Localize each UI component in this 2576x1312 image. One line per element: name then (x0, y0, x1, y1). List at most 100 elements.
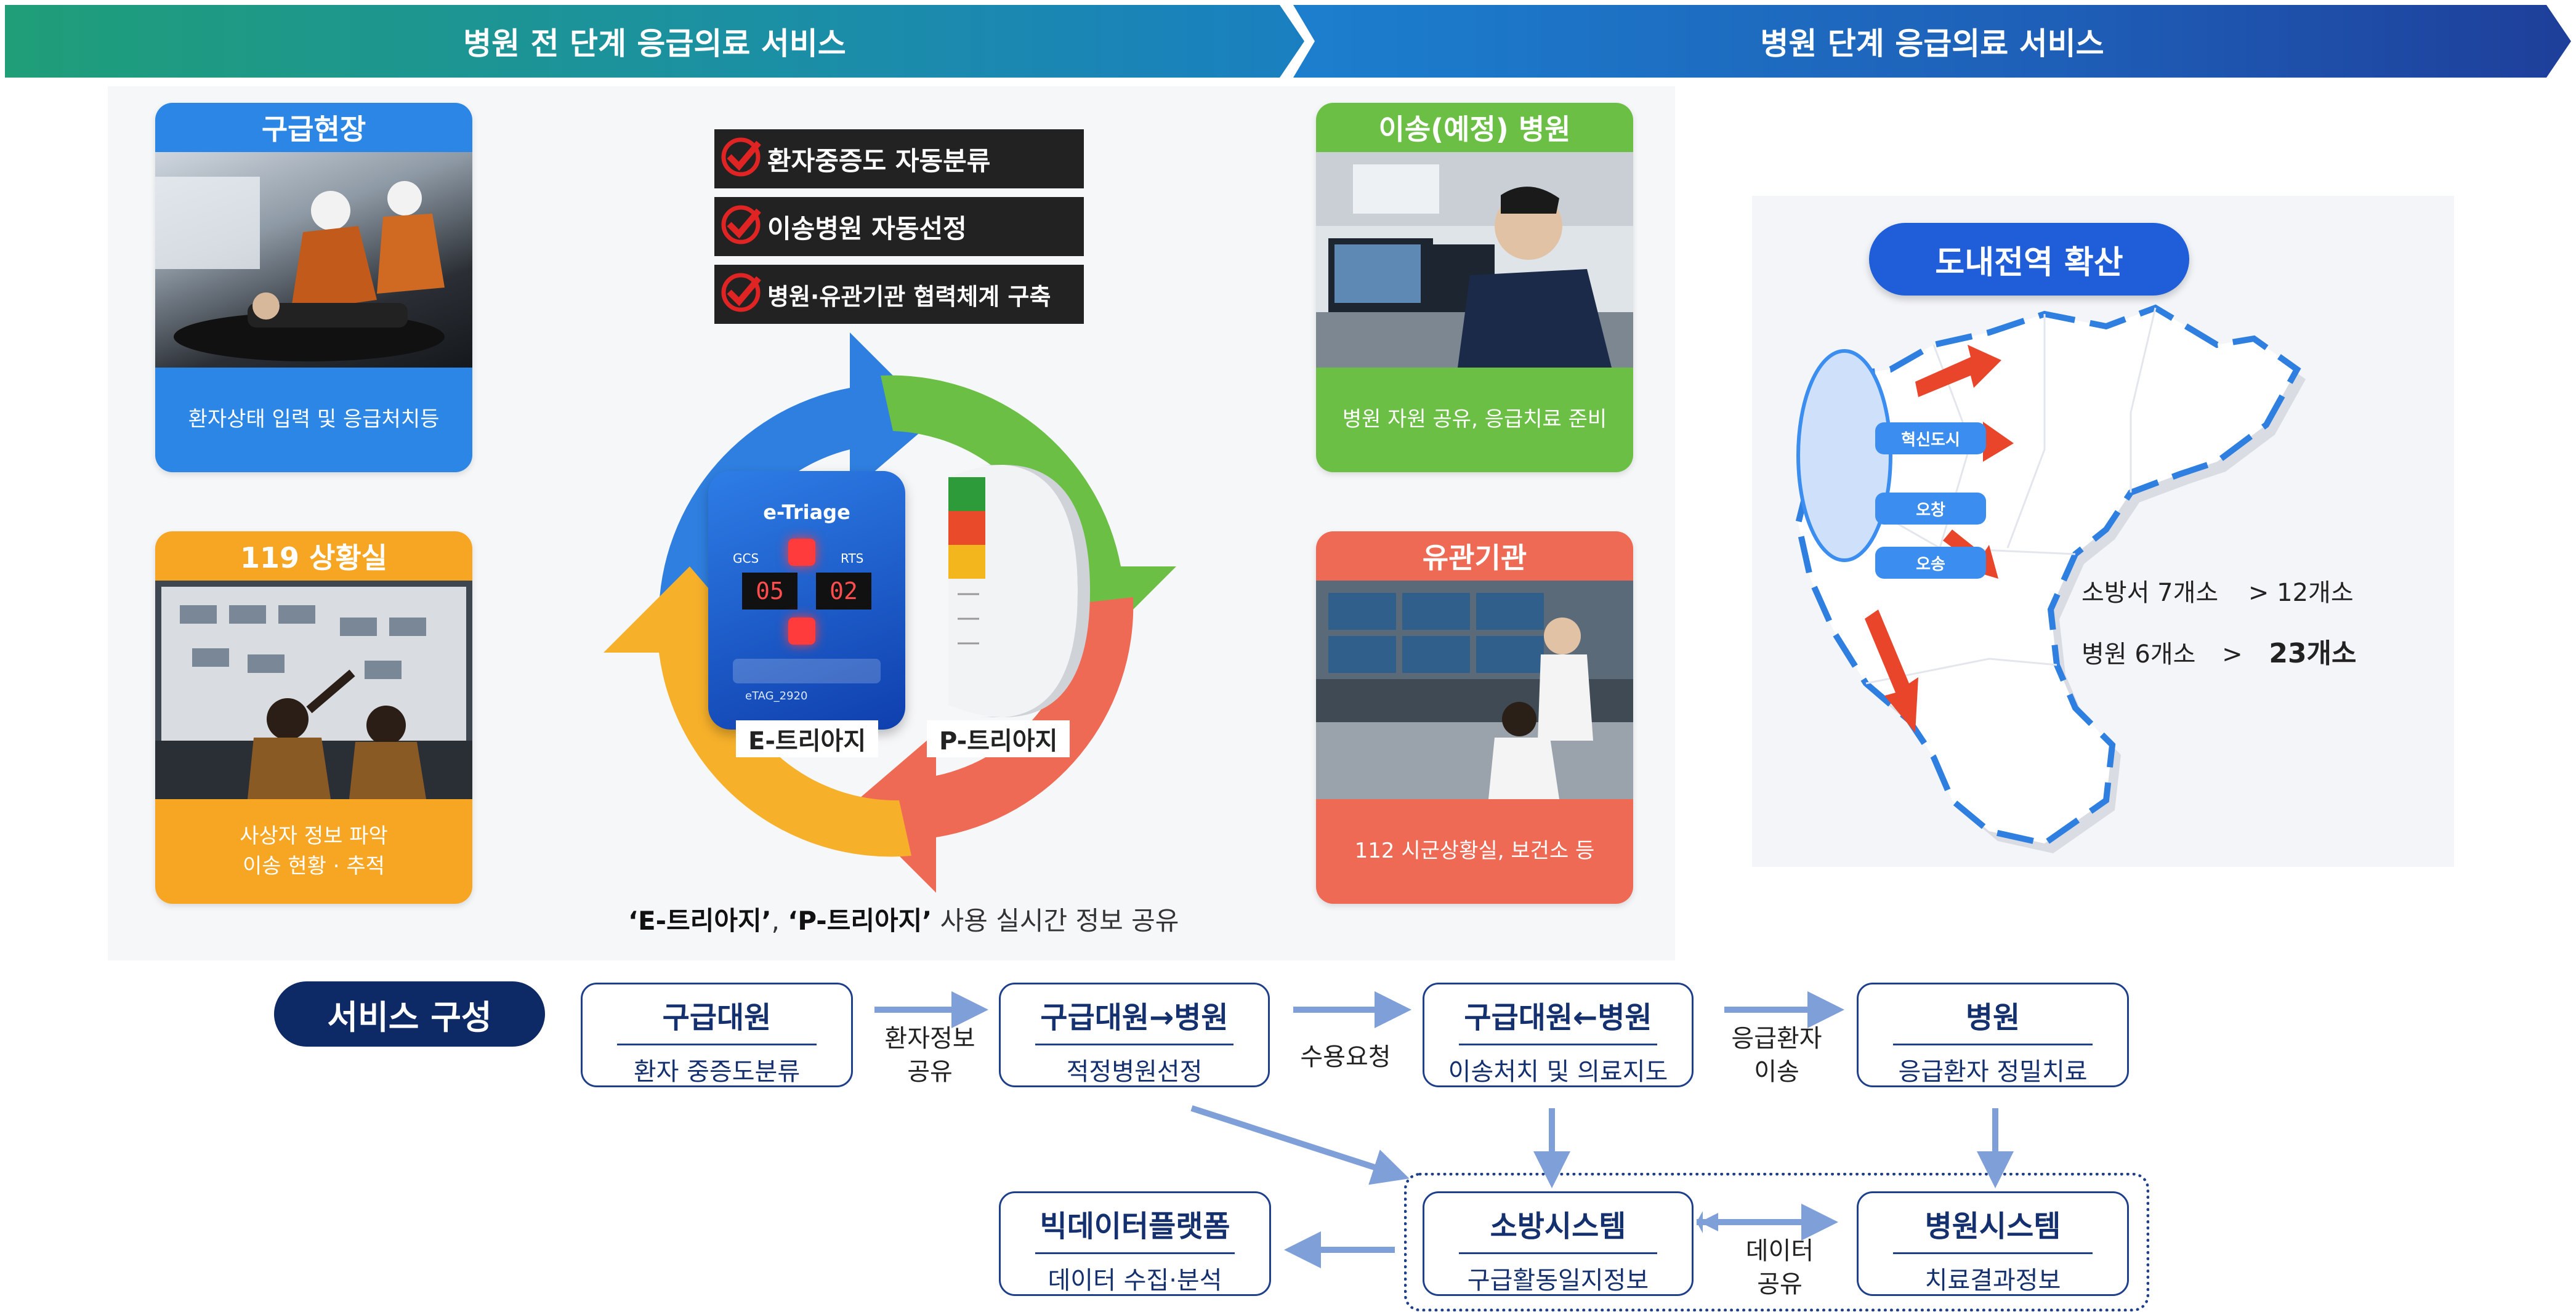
flow-box-4-sub: 응급환자 정밀치료 (1898, 1058, 2088, 1086)
divider (1893, 1252, 2093, 1254)
card-scene-title: 구급현장 (261, 113, 366, 146)
divider (1893, 1044, 2093, 1045)
map-stat-2-value: 23개소 (2269, 638, 2357, 669)
card-control-room-caption-1: 사상자 정보 파악 (240, 823, 388, 848)
header-band-prehospital-label: 병원 전 단계 응급의료 서비스 (463, 26, 846, 62)
map-pill-osong: 오송 (1875, 547, 1986, 579)
card-hospital-title: 이송(예정) 병원 (1378, 113, 1571, 146)
card-control-room-caption-2: 이송 현황 · 추적 (243, 854, 385, 879)
divider (1459, 1252, 1657, 1254)
flow-box-paramedic-sub: 환자 중증도분류 (633, 1058, 801, 1086)
flow-box-2-sub: 적정병원선정 (1066, 1058, 1203, 1086)
divider (1035, 1044, 1233, 1045)
map-pill-innovation-city: 혁신도시 (1875, 422, 1986, 454)
e-triage-device: e-Triage GCS RTS 05 02 eTAG_2920 (708, 471, 905, 730)
flow-box-7-sub: 데이터 수집·분석 (1048, 1266, 1222, 1295)
link-label-1b: 공유 (907, 1058, 953, 1086)
checklist-item-3: 병원·유관기관 협력체계 구축 (714, 265, 1084, 324)
card-scene: 구급현장 환자상태 입력 및 응급처치등 (155, 103, 472, 472)
header-band-prehospital: 병원 전 단계 응급의료 서비스 (5, 5, 1304, 78)
card-control-room-title: 119 상황실 (240, 541, 387, 574)
agency-photo (1316, 581, 1633, 799)
flow-box-5-title: 소방시스템 (1490, 1209, 1626, 1244)
link-label-1a: 환자정보 (884, 1024, 975, 1053)
flow-box-6-title: 병원시스템 (1924, 1209, 2061, 1244)
card-scene-caption: 환자상태 입력 및 응급처치등 (188, 407, 440, 432)
hospital-worker-icon (1316, 152, 1633, 368)
flow-box-hospital: 병원 응급환자 정밀치료 (1857, 983, 2129, 1087)
flow-box-paramedic-title: 구급대원 (662, 1000, 772, 1035)
link-label-data-share: 데이터 공유 (1724, 1234, 1835, 1301)
device-gcs-label: GCS (733, 551, 759, 566)
situation-room-icon (1316, 581, 1633, 799)
card-hospital-caption-box: 병원 자원 공유, 응급치료 준비 (1316, 368, 1633, 472)
flow-box-2-title: 구급대원→병원 (1040, 1000, 1229, 1035)
link-label-4a: 데이터 (1745, 1237, 1814, 1265)
scene-photo (155, 152, 472, 368)
flow-box-5-sub: 구급활동일지정보 (1467, 1266, 1649, 1295)
map-stat-2-label: 병원 6개소 (2081, 640, 2196, 669)
divider (1459, 1044, 1657, 1045)
check-icon (721, 137, 761, 177)
map-pill-ochang: 오창 (1875, 493, 1986, 525)
map-stat-1-value: > 12개소 (2248, 579, 2354, 607)
flow-box-3-title: 구급대원←병원 (1464, 1000, 1652, 1035)
hospital-photo (1316, 152, 1633, 368)
map-stat-2-arrow: > (2222, 640, 2243, 669)
checklist-label-2: 이송병원 자동선정 (767, 213, 967, 244)
card-agency-caption-box: 112 시군상황실, 보건소 등 (1316, 799, 1633, 904)
header-band-hospital-label: 병원 단계 응급의료 서비스 (1760, 26, 2104, 62)
map-stat-1-label: 소방서 7개소 (2081, 579, 2219, 607)
caption-p-part: ‘P-트리아지’ (788, 906, 932, 936)
cycle-arrows-icon (604, 332, 1176, 893)
flow-box-hospital-system: 병원시스템 치료결과정보 (1857, 1191, 2129, 1296)
flow-box-hospital-to-paramedic: 구급대원←병원 이송처치 및 의료지도 (1423, 983, 1694, 1087)
card-control-room-caption-box: 사상자 정보 파악 이송 현황 · 추적 (155, 799, 472, 904)
map-stat-fire-stations: 소방서 7개소 > 12개소 (2081, 573, 2354, 608)
link-label-3a: 응급환자 (1731, 1024, 1822, 1053)
map-stat-hospitals: 병원 6개소 > 23개소 (2081, 631, 2357, 670)
check-icon (721, 273, 761, 312)
card-hospital-caption: 병원 자원 공유, 응급치료 준비 (1342, 407, 1607, 432)
service-title: 서비스 구성 (274, 981, 545, 1047)
p-triage-band-icon (948, 465, 1090, 717)
flow-box-paramedic-to-hospital: 구급대원→병원 적정병원선정 (999, 983, 1270, 1087)
led-top-icon (788, 539, 815, 566)
paramedics-icon (155, 177, 445, 361)
flow-box-3-sub: 이송처치 및 의료지도 (1448, 1058, 1668, 1086)
triage-caption: ‘E-트리아지’, ‘P-트리아지’ 사용 실시간 정보 공유 (628, 900, 1179, 938)
led-bottom-icon (788, 618, 815, 645)
flow-box-paramedic: 구급대원 환자 중증도분류 (581, 983, 853, 1087)
control-room-screens-icon (155, 587, 472, 799)
map-title: 도내전역 확산 (1869, 223, 2189, 296)
card-agency-title: 유관기관 (1422, 541, 1527, 574)
caption-rest: 사용 실시간 정보 공유 (932, 906, 1179, 936)
device-rts-label: RTS (841, 551, 864, 566)
device-name: e-Triage (763, 501, 850, 524)
card-hospital: 이송(예정) 병원 병원 자원 공유, 응급치료 준비 (1316, 103, 1633, 472)
link-label-share-patient: 환자정보 공유 (874, 1022, 985, 1089)
control-room-photo (155, 581, 472, 799)
flow-box-4-title: 병원 (1965, 1000, 2021, 1035)
caption-sep: , (771, 906, 788, 936)
device-tag: eTAG_2920 (745, 690, 808, 702)
flow-box-7-title: 빅데이터플랫폼 (1040, 1209, 1230, 1244)
checklist-item-1: 환자중증도 자동분류 (714, 129, 1084, 188)
checklist-item-2: 이송병원 자동선정 (714, 197, 1084, 256)
divider (1035, 1252, 1235, 1254)
card-agency-caption: 112 시군상황실, 보건소 등 (1354, 839, 1595, 864)
checklist-label-3: 병원·유관기관 협력체계 구축 (767, 283, 1051, 310)
divider (617, 1044, 817, 1045)
p-triage-label: P-트리아지 (927, 720, 1070, 757)
link-label-4b: 공유 (1757, 1270, 1803, 1298)
link-label-3b: 이송 (1754, 1058, 1799, 1086)
data-sharing-group (1404, 1173, 2149, 1311)
flow-box-fire-system: 소방시스템 구급활동일지정보 (1423, 1191, 1694, 1296)
flow-box-bigdata: 빅데이터플랫폼 데이터 수집·분석 (999, 1191, 1271, 1296)
card-agency: 유관기관 112 시군상황실, 보건소 등 (1316, 531, 1633, 904)
header-band-hospital: 병원 단계 응급의료 서비스 (1293, 5, 2571, 78)
link-label-acceptance: 수용요청 (1300, 1043, 1391, 1071)
device-gcs-display: 05 (742, 573, 797, 610)
e-triage-label: E-트리아지 (736, 720, 879, 757)
flow-box-6-sub: 치료결과정보 (1924, 1266, 2061, 1295)
